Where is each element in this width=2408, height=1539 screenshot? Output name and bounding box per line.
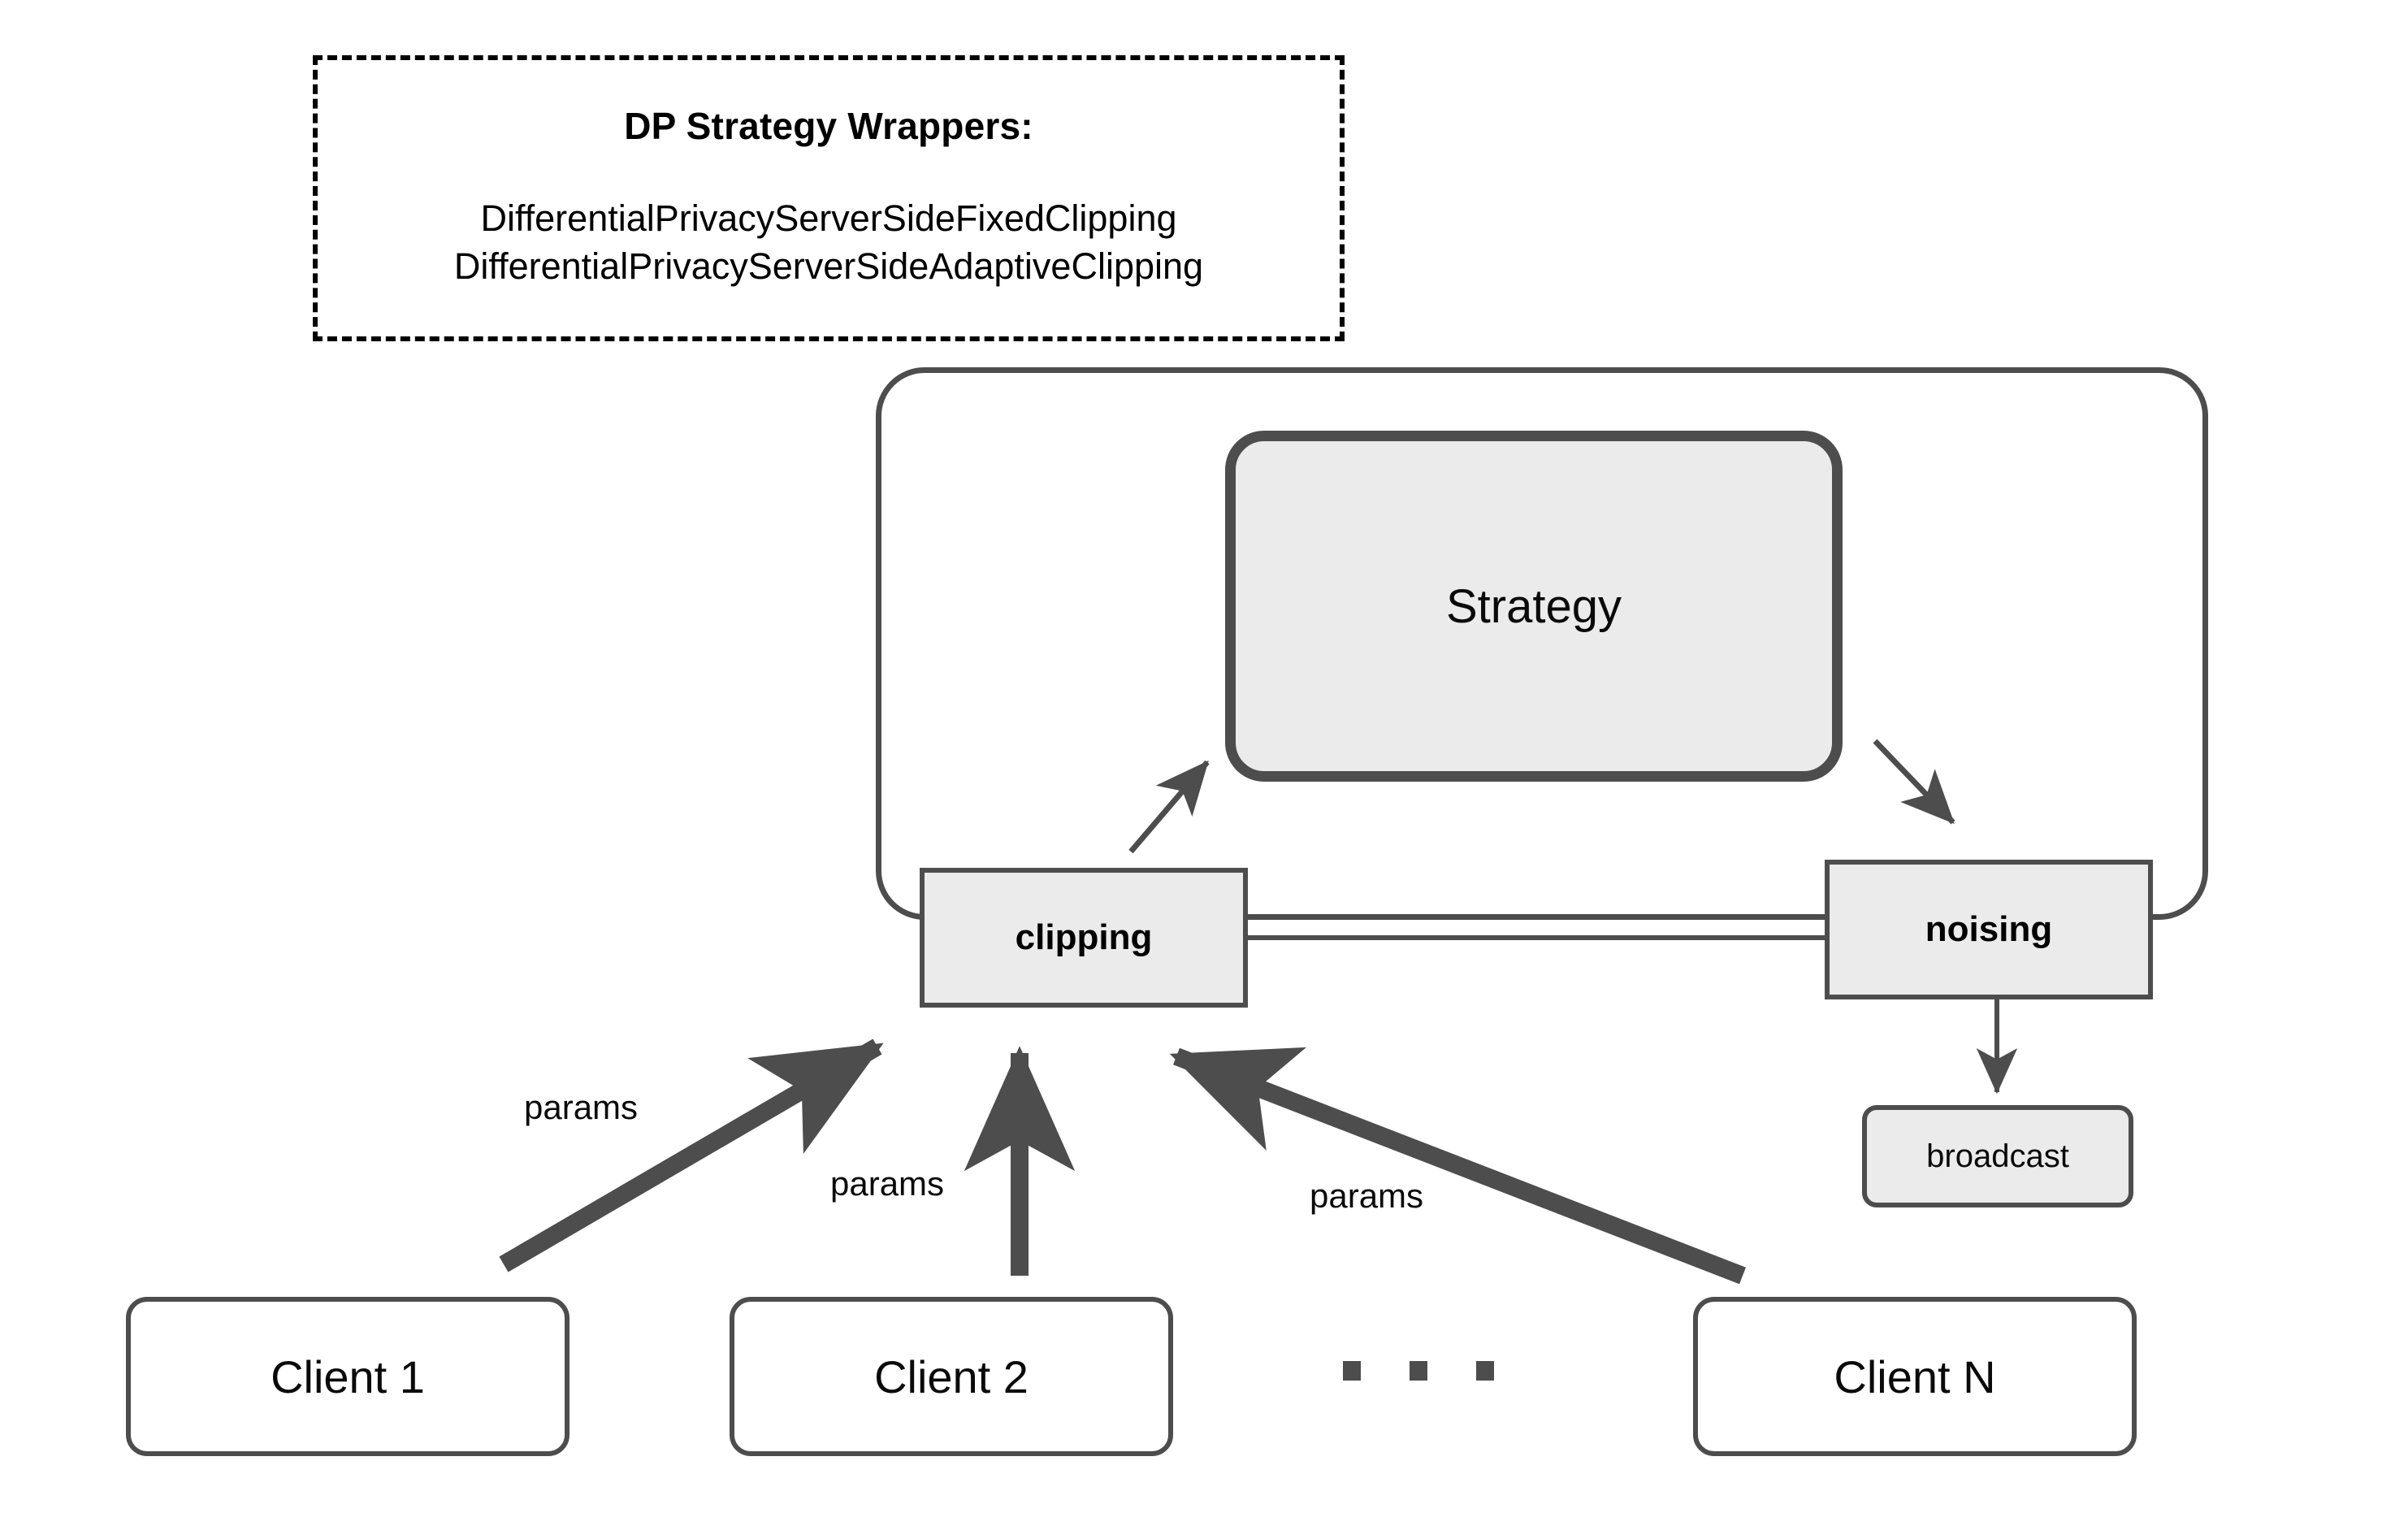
edge-label-params-client1: params bbox=[524, 1088, 639, 1126]
clipping-box[interactable]: clipping bbox=[920, 868, 1248, 1008]
client-1-box[interactable]: Client 1 bbox=[126, 1297, 570, 1456]
ellipsis-icon bbox=[1343, 1361, 1497, 1381]
server-container bbox=[876, 367, 2208, 920]
client-2-box[interactable]: Client 2 bbox=[730, 1297, 1173, 1456]
edge-label-params-client2: params bbox=[830, 1164, 945, 1203]
annotation-item-adaptive-clipping: DifferentialPrivacyServerSideAdaptiveCli… bbox=[453, 245, 1204, 288]
noising-label: noising bbox=[1925, 909, 2053, 949]
client-n-box[interactable]: Client N bbox=[1693, 1297, 2137, 1456]
dp-strategy-wrappers-annotation: DP Strategy Wrappers: DifferentialPrivac… bbox=[313, 55, 1345, 341]
noising-box[interactable]: noising bbox=[1825, 860, 2153, 999]
ellipsis-dot-2 bbox=[1410, 1361, 1427, 1381]
ellipsis-dot-3 bbox=[1476, 1361, 1494, 1381]
annotation-item-list: DifferentialPrivacyServerSideFixedClippi… bbox=[454, 197, 1203, 288]
edge-label-params-clientn: params bbox=[1310, 1177, 1424, 1215]
strategy-box[interactable]: Strategy bbox=[1225, 431, 1843, 782]
annotation-item-fixed-clipping: DifferentialPrivacyServerSideFixedClippi… bbox=[480, 197, 1177, 239]
edge-clientn-to-clipping bbox=[1169, 1047, 1746, 1285]
annotation-title: DP Strategy Wrappers: bbox=[624, 105, 1033, 147]
broadcast-box[interactable]: broadcast bbox=[1862, 1105, 2133, 1207]
client-2-label: Client 2 bbox=[874, 1350, 1029, 1402]
strategy-label: Strategy bbox=[1446, 579, 1622, 633]
client-n-label: Client N bbox=[1834, 1350, 1996, 1402]
clipping-label: clipping bbox=[1015, 917, 1153, 957]
edge-client1-to-clipping bbox=[499, 1038, 884, 1272]
ellipsis-dot-1 bbox=[1343, 1361, 1361, 1381]
client-1-label: Client 1 bbox=[271, 1350, 425, 1402]
broadcast-label: broadcast bbox=[1926, 1138, 2069, 1174]
